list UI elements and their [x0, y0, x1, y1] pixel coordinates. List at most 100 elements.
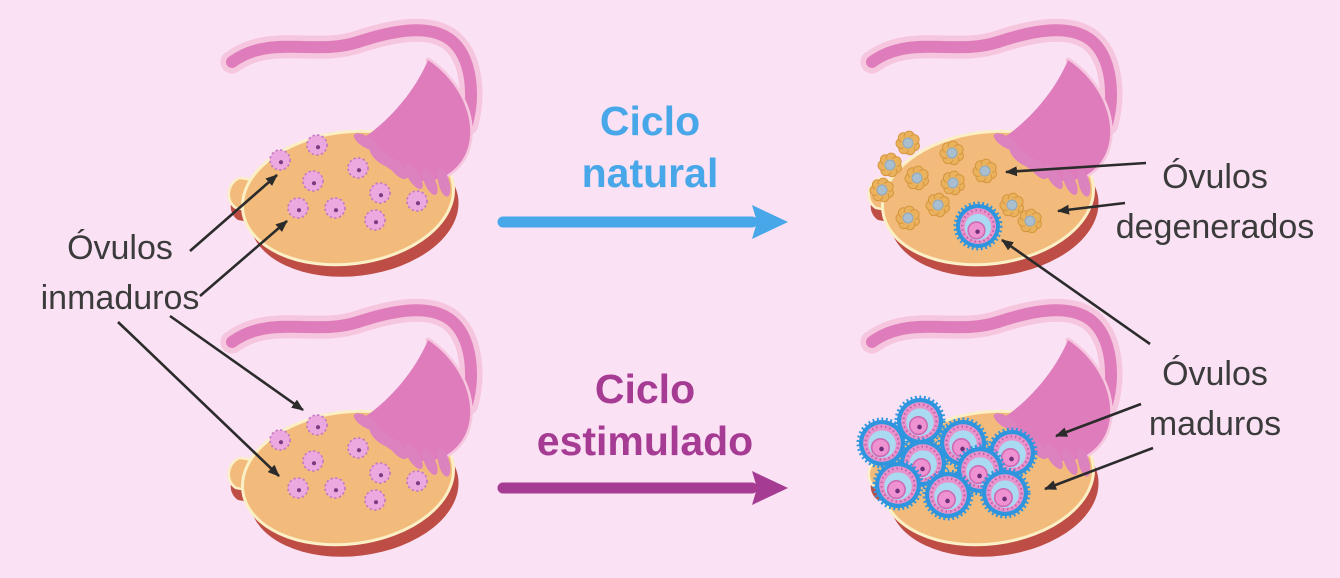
egg-nucleus-dot	[373, 220, 379, 225]
mature-egg	[856, 417, 908, 469]
egg-nucleus-dot	[356, 448, 362, 453]
immature-egg	[306, 414, 328, 436]
egg-body	[406, 190, 428, 212]
immature-egg	[324, 197, 346, 219]
cycle-stimulated-title: Ciclo estimulado	[500, 363, 790, 467]
egg-nucleus-dot	[373, 500, 379, 505]
immature-egg	[364, 209, 386, 231]
egg-body	[287, 197, 309, 219]
degenerated-egg	[1017, 208, 1042, 234]
cumulus-dots	[902, 403, 938, 439]
egg-layer	[856, 395, 1038, 521]
nucleus-dot	[920, 466, 925, 472]
corona-fuzz	[922, 469, 974, 521]
egg-nucleus-dot	[311, 181, 317, 186]
egg-nucleus-dot	[278, 160, 284, 165]
egg-nucleus-dot	[296, 208, 302, 213]
infundibulum	[366, 60, 471, 181]
egg-body	[269, 429, 291, 451]
fimbria-finger	[369, 427, 393, 447]
label-line-2: degenerados	[1115, 208, 1315, 246]
cumulus-dots	[945, 425, 981, 461]
egg-body	[287, 477, 309, 499]
fimbria-finger	[437, 169, 451, 197]
cumulus-dots	[994, 435, 1030, 471]
degenerated-egg	[925, 192, 950, 218]
corona-fuzz	[954, 444, 1006, 496]
label-line-2: inmaduros	[40, 279, 200, 317]
cycle-line-1: Ciclo	[599, 98, 701, 144]
egg-body	[324, 477, 346, 499]
cycle-line-1: Ciclo	[594, 366, 696, 412]
egg-body	[369, 462, 391, 484]
immature-egg	[406, 470, 428, 492]
degenerated-center	[932, 199, 944, 211]
cumulus-dots	[905, 445, 941, 481]
egg-nucleus-dot	[333, 488, 339, 493]
egg-nucleus-dot	[415, 201, 421, 206]
mature-egg	[872, 459, 924, 511]
fimbria-finger	[405, 164, 423, 190]
cycle-line-2: estimulado	[536, 418, 754, 464]
degenerated-center	[902, 137, 914, 149]
nucleus-dot	[960, 446, 965, 452]
arrow-head	[752, 205, 788, 239]
immature-egg	[406, 190, 428, 212]
egg-body	[347, 157, 369, 179]
egg-body	[302, 450, 324, 472]
egg-body	[406, 470, 428, 492]
label-ovulos-inmaduros: Óvulos inmaduros	[10, 223, 230, 323]
nucleus-dot	[945, 498, 950, 504]
fimbria-finger	[386, 156, 408, 180]
cumulus-dots	[864, 425, 900, 461]
cycle-line-2: natural	[581, 150, 719, 196]
egg-nucleus-dot	[333, 208, 339, 213]
cumulus-dots	[961, 209, 995, 243]
nucleus-dot	[917, 424, 922, 430]
degenerated-egg	[869, 177, 894, 203]
egg-nucleus-dot	[296, 488, 302, 493]
degenerated-center	[947, 177, 959, 189]
immature-egg	[287, 477, 309, 499]
cumulus-dots	[930, 477, 966, 513]
egg-layer	[269, 134, 428, 231]
immature-egg	[324, 477, 346, 499]
degenerated-center	[902, 212, 914, 224]
ovary-assembly-bottom-left	[180, 288, 500, 578]
fimbria-finger	[422, 169, 438, 195]
cumulus-dots	[880, 467, 916, 503]
degenerated-egg	[895, 130, 920, 156]
egg-body	[364, 489, 386, 511]
fimbria-finger	[993, 133, 1019, 151]
fimbria-finger	[353, 413, 379, 431]
degenerated-egg	[895, 205, 920, 231]
label-ovulos-degenerados: Óvulos degenerados	[1090, 152, 1340, 252]
nucleus-dot	[977, 473, 982, 479]
egg-body	[324, 197, 346, 219]
egg-body	[302, 170, 324, 192]
degenerated-center	[876, 184, 888, 196]
egg-nucleus-dot	[311, 461, 317, 466]
nucleus-dot	[895, 488, 900, 494]
immature-egg	[369, 462, 391, 484]
egg-nucleus-dot	[378, 473, 384, 478]
nucleus-dot	[879, 446, 884, 452]
corona-fuzz	[953, 201, 1003, 251]
egg-nucleus-dot	[315, 145, 321, 150]
degenerated-center	[979, 165, 991, 177]
nucleus-dot	[1002, 496, 1007, 502]
arrow-head	[752, 471, 788, 505]
degenerated-center	[884, 159, 896, 171]
immature-egg	[269, 429, 291, 451]
immature-egg	[306, 134, 328, 156]
degenerated-egg	[999, 192, 1024, 218]
degenerated-center	[911, 172, 923, 184]
fimbria-finger	[405, 444, 423, 470]
ovary-assembly-top-left	[180, 8, 500, 298]
nucleus-dot	[1009, 456, 1014, 462]
corona-fuzz	[872, 459, 924, 511]
immature-egg	[369, 182, 391, 204]
fimbria-finger	[1077, 169, 1091, 197]
label-line-1: Óvulos	[1162, 158, 1268, 196]
